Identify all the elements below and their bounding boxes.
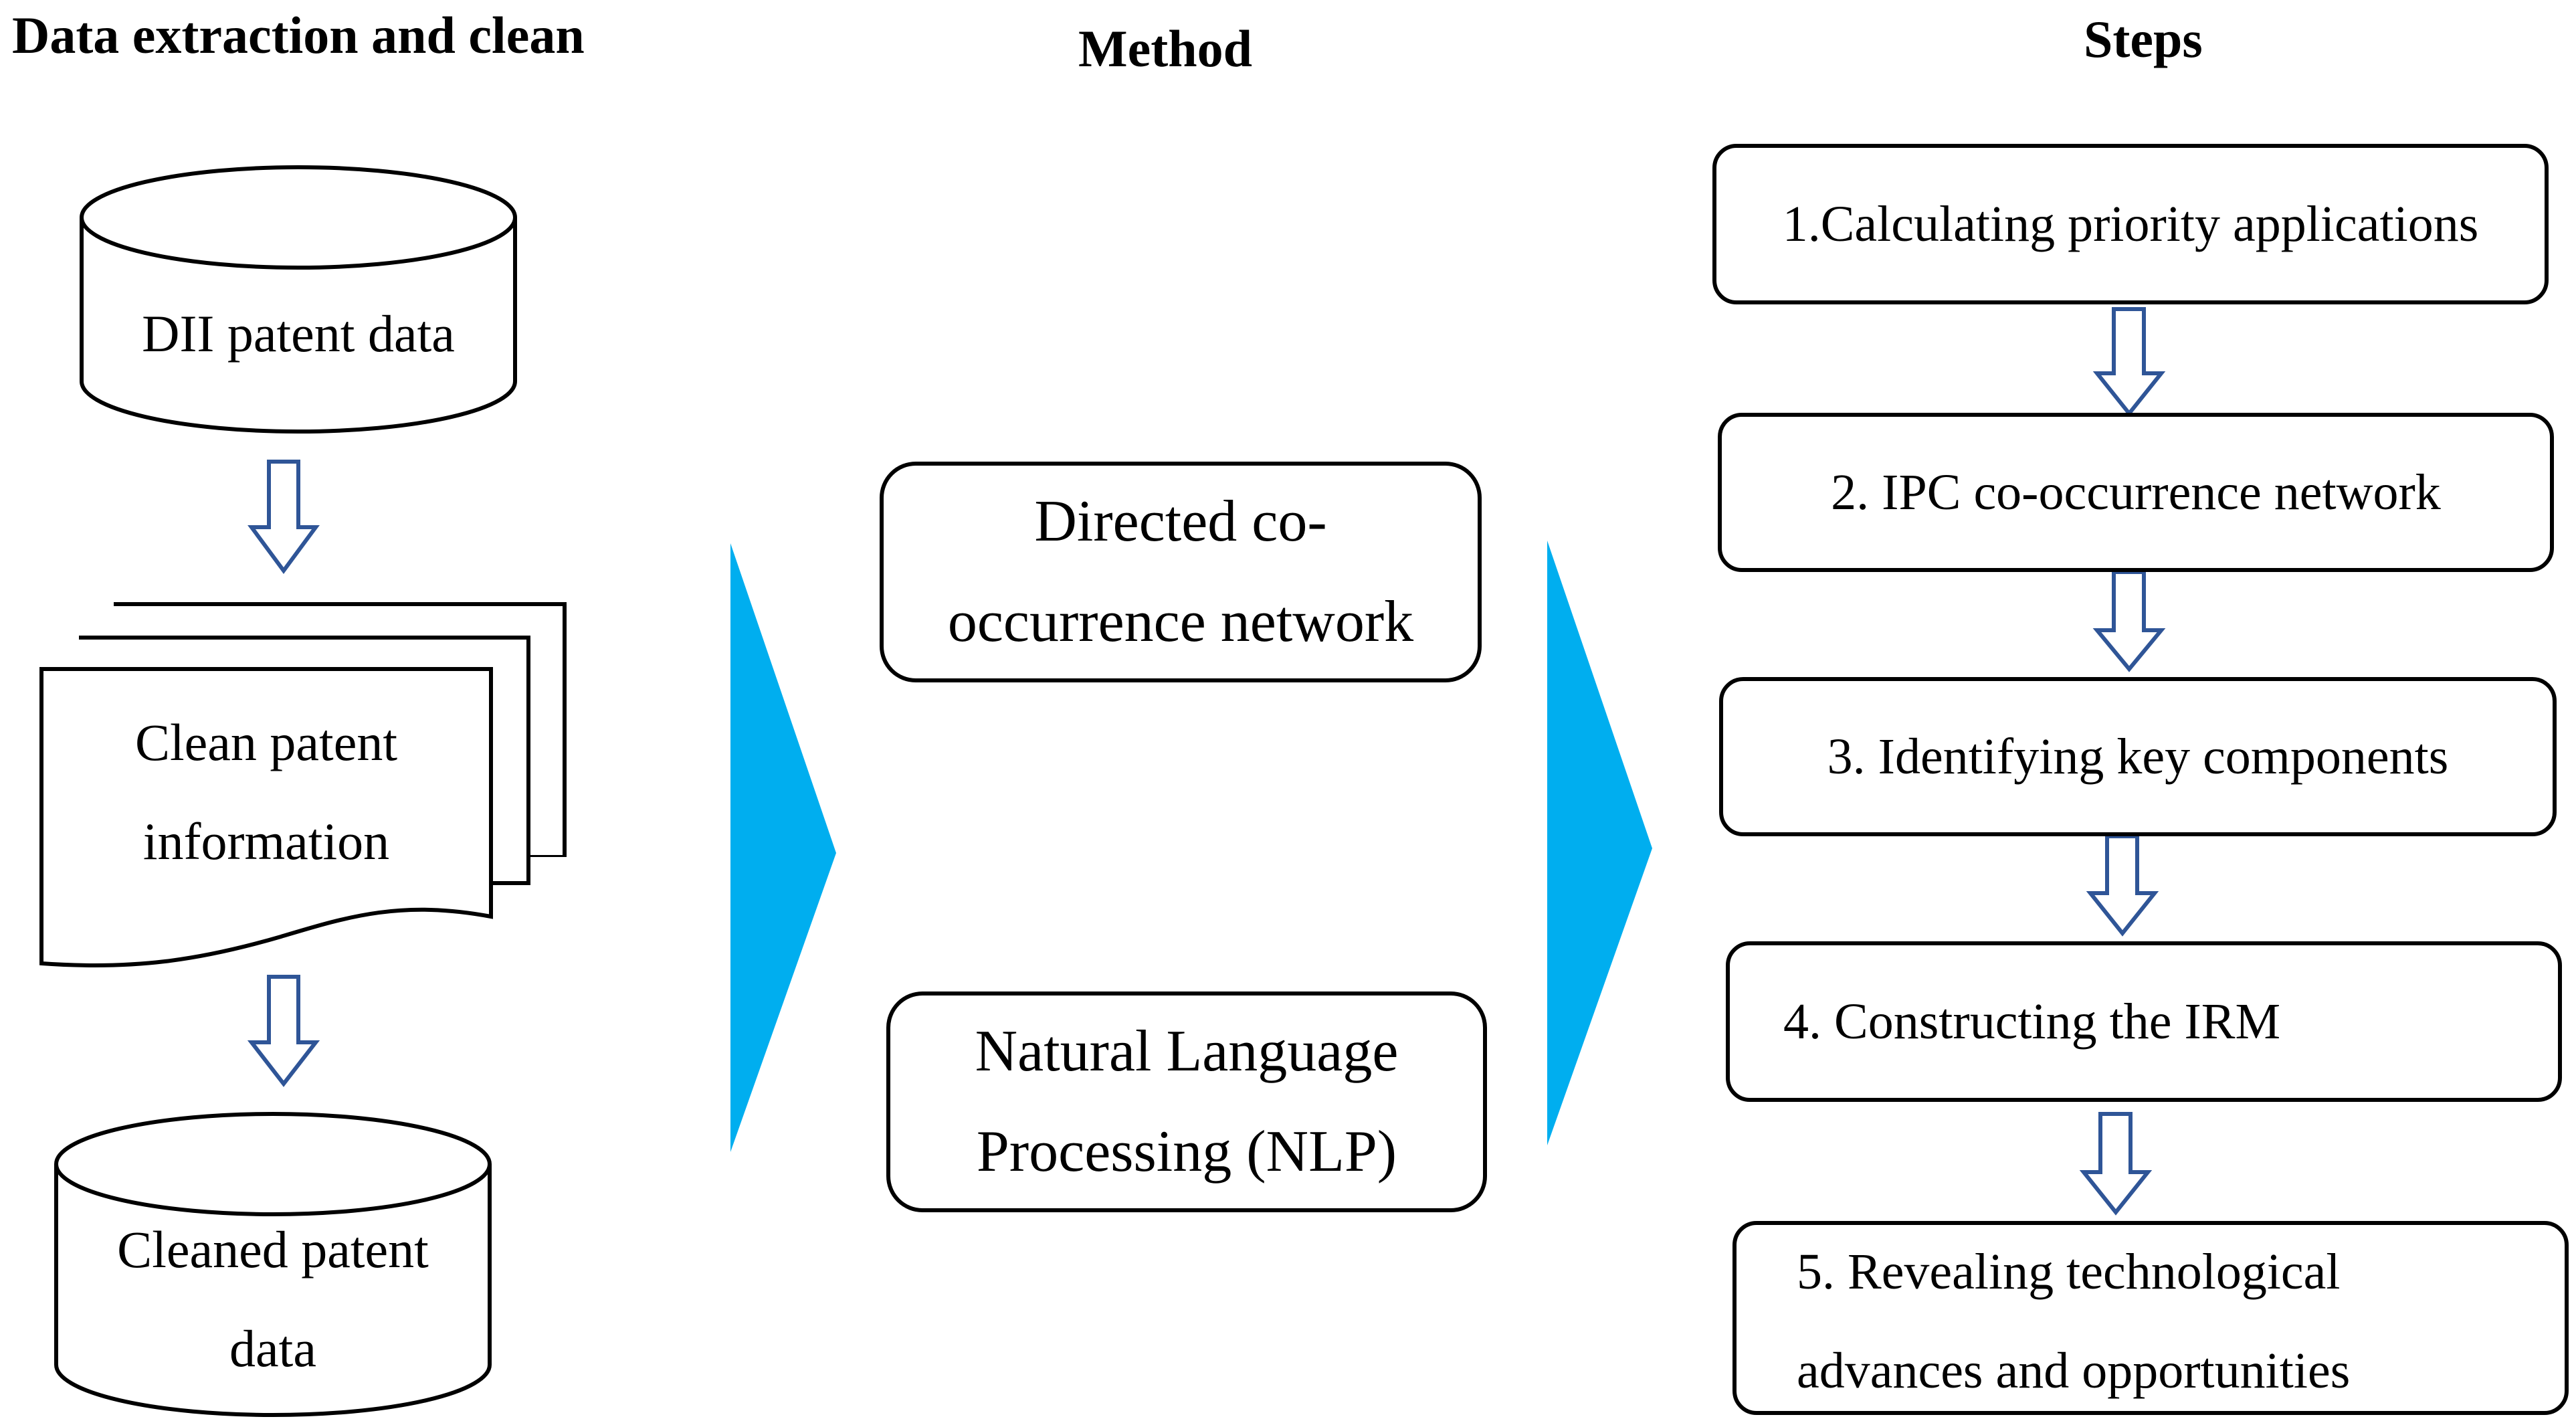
step-label: 2. IPC co-occurrence network — [1831, 464, 2441, 520]
step-3-box: 3. Identifying key components — [1719, 677, 2557, 836]
flow-chevron-icon — [730, 543, 836, 1152]
flow-chevron-icon — [1547, 541, 1652, 1145]
down-arrow-icon — [247, 460, 320, 575]
step-5-box: 5. Revealing technological advances and … — [1732, 1221, 2569, 1415]
source-database-label: DII patent data — [142, 304, 455, 363]
step-label: 1.Calculating priority applications — [1782, 196, 2479, 252]
method-label: occurrence network — [947, 589, 1414, 654]
method-label: Natural Language — [975, 1019, 1399, 1084]
cleaned-database-icon — [54, 1112, 492, 1417]
source-database-icon — [80, 165, 517, 434]
method-label: Directed co- — [1034, 489, 1327, 554]
step-1-box: 1.Calculating priority applications — [1712, 144, 2549, 304]
down-arrow-icon — [2092, 570, 2166, 672]
method-nlp-box: Natural Language Processing (NLP) — [886, 991, 1487, 1212]
step-4-box: 4. Constructing the IRM — [1726, 941, 2562, 1102]
method-label: Processing (NLP) — [976, 1119, 1397, 1184]
heading-data-extraction: Data extraction and clean — [12, 6, 585, 64]
step-label: 4. Constructing the IRM — [1783, 993, 2281, 1050]
step-2-box: 2. IPC co-occurrence network — [1718, 413, 2554, 572]
down-arrow-icon — [247, 975, 320, 1087]
cleaned-database-label-line2: data — [229, 1319, 316, 1378]
document-stack-icon — [39, 602, 567, 968]
clean-documents-label-line1: Clean patent — [134, 713, 398, 771]
step-label: 5. Revealing technological — [1797, 1244, 2341, 1300]
down-arrow-icon — [2092, 307, 2166, 417]
down-arrow-icon — [2079, 1112, 2153, 1216]
clean-documents-label-line2: information — [142, 812, 390, 870]
method-directed-cooccurrence-box: Directed co- occurrence network — [880, 462, 1482, 682]
cleaned-database-label-line1: Cleaned patent — [117, 1220, 429, 1278]
step-label: 3. Identifying key components — [1827, 729, 2449, 785]
step-label: advances and opportunities — [1797, 1343, 2351, 1399]
heading-method: Method — [1078, 19, 1252, 78]
down-arrow-icon — [2086, 834, 2159, 937]
heading-steps: Steps — [2084, 10, 2203, 68]
